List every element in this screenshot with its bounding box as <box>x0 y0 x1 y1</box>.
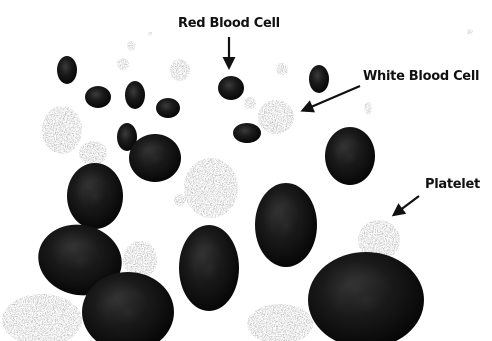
label-arrows <box>229 37 419 214</box>
platelet-arrow <box>395 196 419 214</box>
platelet-label: Platelet <box>425 178 480 191</box>
red-blood-cell-label: Red Blood Cell <box>178 17 280 30</box>
white-blood-cell-label: White Blood Cell <box>363 70 479 83</box>
white-blood-cell-arrow <box>304 86 360 110</box>
